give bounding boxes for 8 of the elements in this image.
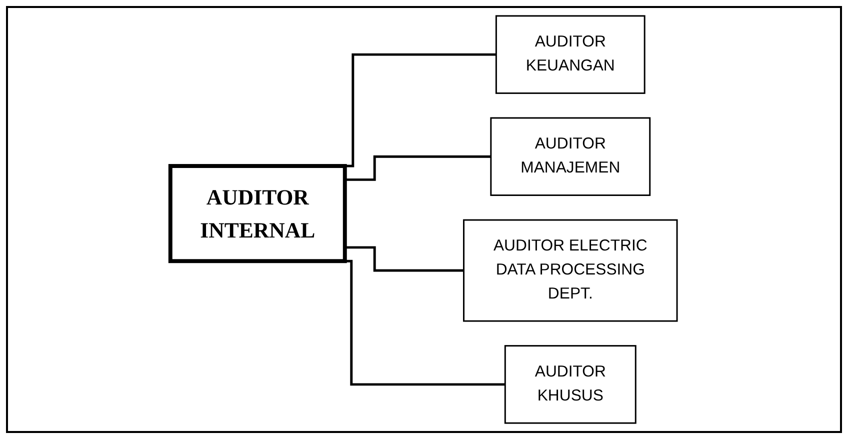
node-box <box>504 345 637 424</box>
diagram-frame: AUDITOR INTERNAL AUDITOR KEUANGAN AUDITOR MANAJEMEN AUDITOR ELECTRIC DATA PROCESSING DEPT. AUDITOR KHUSUS <box>6 6 842 433</box>
connector <box>345 155 492 181</box>
node-box <box>463 219 678 322</box>
node-box <box>496 15 646 94</box>
connector <box>345 246 464 272</box>
node-box <box>490 117 651 196</box>
node-box <box>168 164 348 264</box>
